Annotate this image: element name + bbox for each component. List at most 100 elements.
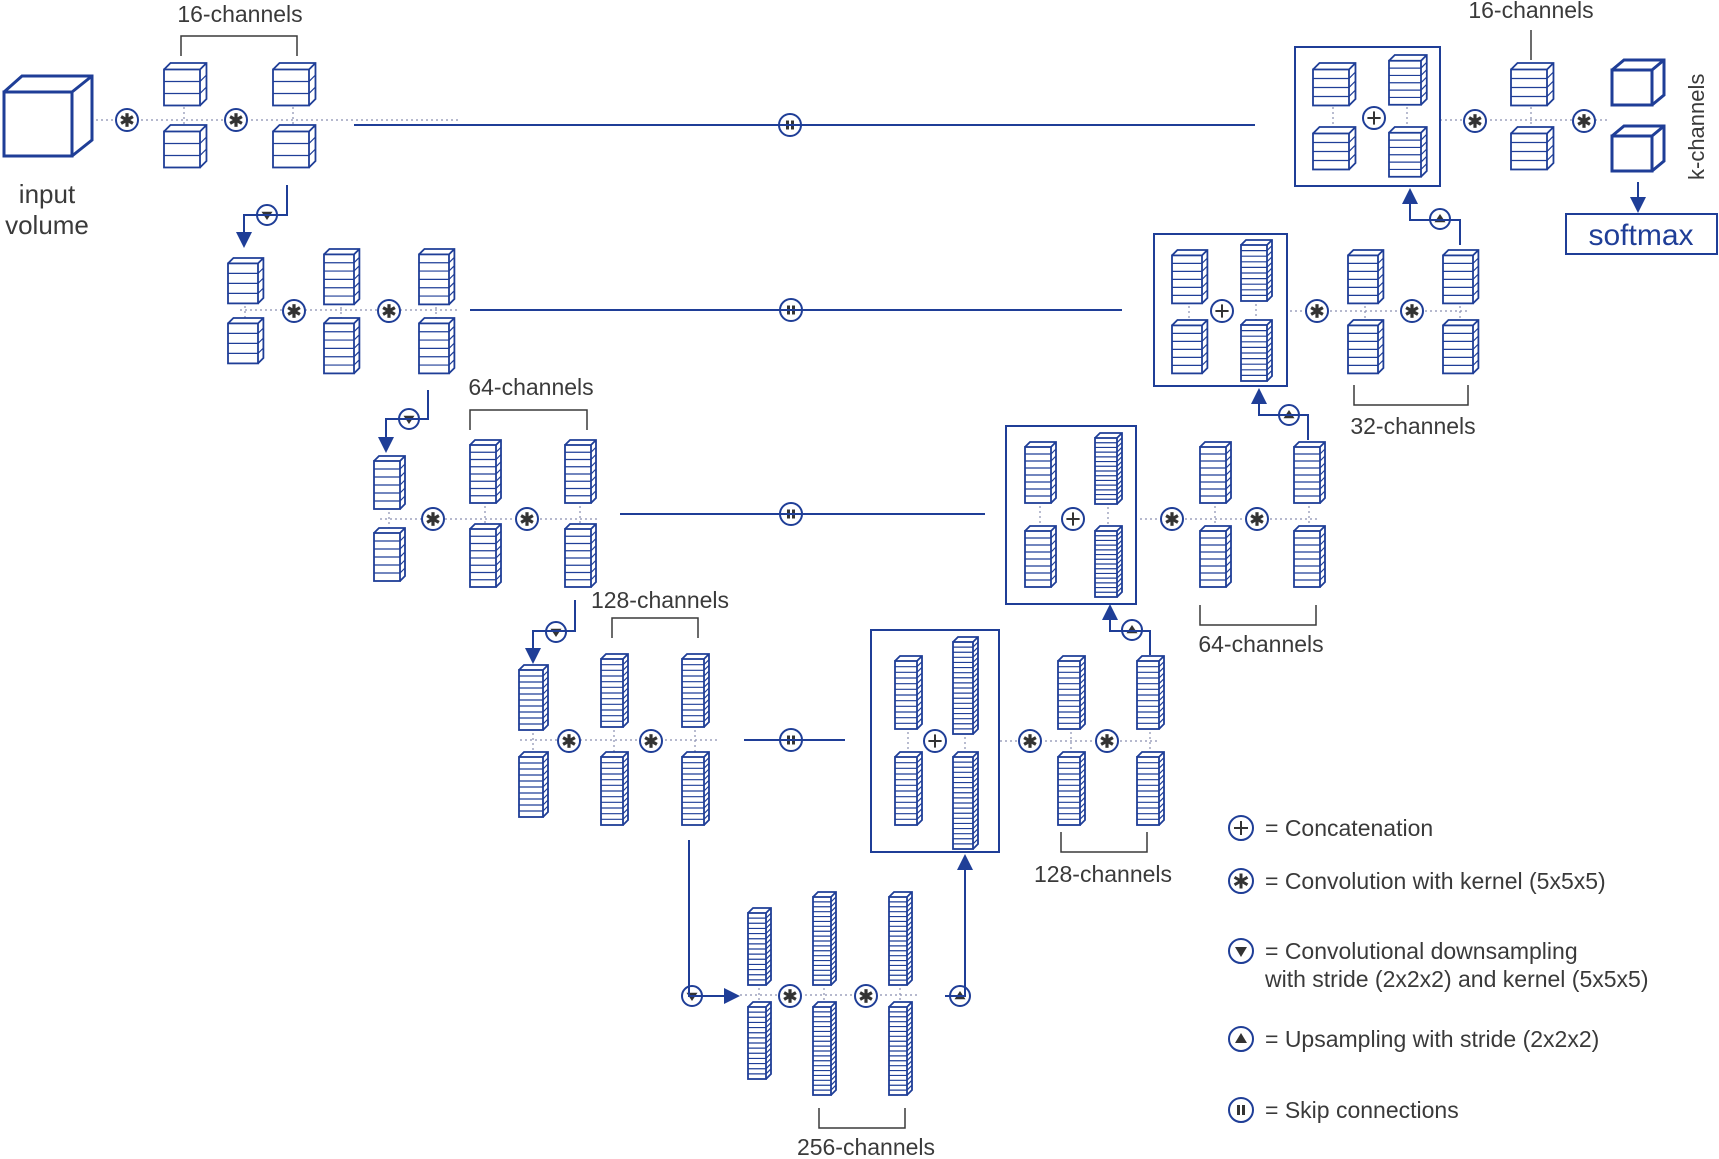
enc4-c-bottom xyxy=(681,751,710,826)
bottom-c-top xyxy=(888,891,913,986)
conv-asterisk-icon xyxy=(1463,109,1487,133)
dec2-b-top xyxy=(1442,249,1480,305)
conv-asterisk-icon xyxy=(1572,109,1596,133)
legend-text: = Convolutional downsampling xyxy=(1265,938,1578,964)
down-connector-1 xyxy=(236,185,288,248)
dec3-b-bottom xyxy=(1293,525,1326,588)
dec3-concat-b-bottom xyxy=(1094,525,1123,598)
concat-box-3 xyxy=(1005,425,1137,605)
channels-label-bottom: 256-channels xyxy=(797,1134,935,1159)
bottom-b-bottom xyxy=(812,1001,837,1096)
conv-asterisk-icon xyxy=(282,299,306,323)
enc4-b-top xyxy=(600,653,629,728)
conv-asterisk-icon xyxy=(1160,507,1184,531)
dec3-b-top xyxy=(1293,441,1326,504)
input-label: input xyxy=(19,179,76,209)
dec2-concat-b-bottom xyxy=(1240,319,1273,382)
conv-asterisk-icon xyxy=(1245,507,1269,531)
bottom-b-top xyxy=(812,891,837,986)
dec4-concat-a-bottom xyxy=(894,751,923,826)
conv-asterisk-icon xyxy=(1400,299,1424,323)
legend: = Concatenation = Convolution with kernel… xyxy=(1228,815,1649,1123)
channels-label-dec4: 128-channels xyxy=(1034,861,1172,887)
concat-plus-icon xyxy=(1362,106,1386,130)
legend-text: with stride (2x2x2) and kernel (5x5x5) xyxy=(1264,966,1649,992)
legend-plus-icon xyxy=(1228,815,1254,841)
concat-box-2 xyxy=(1153,233,1288,387)
dec4-concat-b-top xyxy=(952,636,979,735)
channel-brackets xyxy=(180,30,1532,1129)
dec1-a-bottom xyxy=(1510,126,1555,171)
up-connector-3 xyxy=(1251,388,1309,440)
enc2-a-top xyxy=(227,257,265,305)
conv-asterisk-icon xyxy=(557,729,581,753)
dec2-b-bottom xyxy=(1442,319,1480,375)
dec1-concat-a-bottom xyxy=(1312,126,1357,171)
enc4-c-top xyxy=(681,653,710,728)
enc1-b-top xyxy=(272,62,317,107)
bottom-a-top xyxy=(747,907,772,986)
conv-asterisk-icon xyxy=(854,984,878,1008)
output-cube-top xyxy=(1610,58,1666,107)
dec3-concat-b-top xyxy=(1094,432,1123,505)
dec3-a-top xyxy=(1199,441,1232,504)
enc3-c-bottom xyxy=(564,523,597,588)
dec1-a-top xyxy=(1510,62,1555,107)
conv-asterisk-icon xyxy=(377,299,401,323)
enc3-a-bottom xyxy=(373,527,406,582)
enc3-c-top xyxy=(564,439,597,504)
channels-label-dec1: 16-channels xyxy=(1468,0,1593,23)
dec1-concat-b-top xyxy=(1388,54,1428,106)
enc2-b-top xyxy=(323,248,361,306)
dec3-concat-a-bottom xyxy=(1024,525,1057,588)
concat-box-1 xyxy=(1294,46,1441,187)
enc2-c-bottom xyxy=(418,317,456,375)
conv-asterisk-icon xyxy=(778,984,802,1008)
legend-down-triangle-icon xyxy=(1228,938,1254,964)
enc4-a-bottom xyxy=(518,751,549,818)
bottom-c-bottom xyxy=(888,1001,913,1096)
dec4-a-top xyxy=(1057,655,1086,730)
dec4-concat-a-top xyxy=(894,655,923,730)
dec3-concat-a-top xyxy=(1024,441,1057,504)
dec2-a-bottom xyxy=(1347,319,1385,375)
dec4-b-bottom xyxy=(1136,751,1165,826)
legend-text: = Concatenation xyxy=(1265,815,1433,841)
concat-plus-icon xyxy=(1061,507,1085,531)
up-connector-1 xyxy=(945,854,973,997)
enc1-a-top xyxy=(163,62,208,107)
enc4-b-bottom xyxy=(600,751,629,826)
legend-text: = Convolution with kernel (5x5x5) xyxy=(1265,868,1606,894)
conv-asterisk-icon xyxy=(115,108,139,132)
enc2-b-bottom xyxy=(323,317,361,375)
legend-text: = Upsampling with stride (2x2x2) xyxy=(1265,1026,1599,1052)
up-connector-4 xyxy=(1402,188,1461,245)
k-channels-label: k-channels xyxy=(1684,74,1709,180)
concat-plus-icon xyxy=(1210,299,1234,323)
down-connector-3 xyxy=(525,600,576,664)
down-connector-4 xyxy=(688,840,740,1004)
concat-plus-icon xyxy=(923,729,947,753)
enc3-b-top xyxy=(469,439,502,504)
conv-asterisk-icon xyxy=(1305,299,1329,323)
channels-label-enc1: 16-channels xyxy=(177,1,302,27)
softmax-box xyxy=(1565,213,1718,255)
dec1-concat-a-top xyxy=(1312,62,1357,107)
output-cube-bottom xyxy=(1610,124,1666,173)
channels-label-dec2: 32-channels xyxy=(1350,413,1475,439)
channels-label-enc3: 64-channels xyxy=(468,374,593,400)
dec3-a-bottom xyxy=(1199,525,1232,588)
legend-up-triangle-icon xyxy=(1228,1026,1254,1052)
enc2-a-bottom xyxy=(227,317,265,365)
softmax-label: softmax xyxy=(1588,219,1693,252)
legend-pause-icon xyxy=(1228,1097,1254,1123)
dec2-concat-a-top xyxy=(1171,249,1209,305)
conv-asterisk-icon xyxy=(515,507,539,531)
conv-asterisk-icon xyxy=(421,507,445,531)
dec2-concat-b-top xyxy=(1240,239,1273,302)
channels-label-enc4: 128-channels xyxy=(591,587,729,613)
enc3-a-top xyxy=(373,455,406,510)
conv-asterisk-icon xyxy=(224,108,248,132)
